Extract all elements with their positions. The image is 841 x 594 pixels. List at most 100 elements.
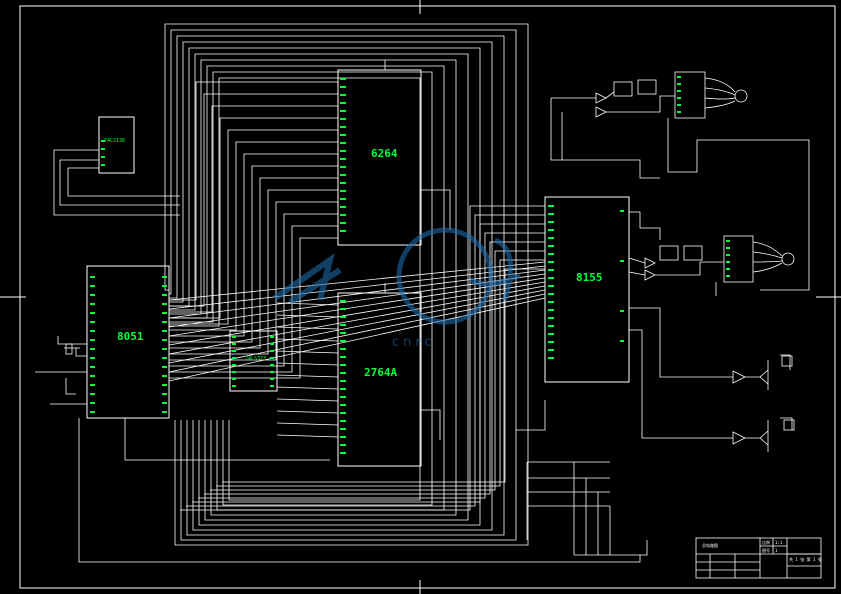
wire	[210, 250, 545, 491]
wire	[276, 374, 339, 378]
title-cell-number-label: 图号	[762, 547, 770, 553]
mcu-label: 8051	[117, 330, 144, 343]
pin-mark	[548, 309, 554, 311]
wire	[276, 338, 339, 342]
pin-mark	[162, 303, 167, 305]
wire	[169, 93, 338, 307]
pin-mark	[232, 343, 236, 345]
pin-mark	[340, 214, 346, 216]
switch-stage-2	[629, 329, 795, 452]
wire	[169, 105, 338, 313]
pin-mark	[270, 364, 274, 366]
title-cell-scale-label: 比例	[762, 539, 770, 545]
pin-mark	[90, 303, 95, 305]
pin-mark	[677, 111, 681, 113]
wire	[169, 129, 338, 325]
pin-mark	[162, 294, 167, 296]
pin-mark	[340, 78, 346, 80]
pin-mark	[548, 341, 554, 343]
pin-mark	[726, 247, 730, 249]
mcu-chip: 8051	[86, 265, 170, 419]
pin-mark	[90, 312, 95, 314]
wire	[169, 189, 338, 355]
wire	[168, 297, 546, 382]
title-drawing-name: 总电路图	[702, 542, 718, 548]
decoder-label: 74LS138	[104, 138, 125, 144]
pin-mark	[340, 372, 346, 374]
pin-mark	[340, 94, 346, 96]
wire	[629, 211, 661, 240]
title-cell-scale: 1:1	[775, 540, 783, 545]
pin-mark	[162, 375, 167, 377]
pin-mark	[726, 240, 730, 242]
pin-mark	[162, 402, 167, 404]
pin-mark	[340, 380, 346, 382]
pin-mark	[232, 364, 236, 366]
pin-mark	[340, 436, 346, 438]
pin-mark	[340, 404, 346, 406]
wire	[169, 165, 338, 343]
pin-mark	[270, 350, 274, 352]
wire	[169, 117, 338, 319]
pin-mark	[90, 357, 95, 359]
pin-mark	[340, 158, 346, 160]
pin-mark	[677, 104, 681, 106]
wire	[168, 269, 546, 319]
pin-mark	[340, 198, 346, 200]
pin-mark	[677, 76, 681, 78]
pin-mark	[726, 261, 730, 263]
pin-mark	[340, 356, 346, 358]
wire	[169, 141, 338, 331]
wire	[59, 159, 180, 206]
wire	[180, 205, 545, 511]
pin-mark	[340, 364, 346, 366]
wire	[168, 277, 546, 337]
pin-mark	[548, 285, 554, 287]
pin-mark	[270, 385, 274, 387]
wire	[124, 418, 330, 461]
pin-mark	[340, 412, 346, 414]
pin-mark	[162, 393, 167, 395]
wire	[169, 29, 517, 541]
pin-mark	[548, 293, 554, 295]
pin-mark	[162, 384, 167, 386]
wire	[168, 261, 546, 301]
title-block	[695, 537, 822, 579]
pin-mark	[90, 321, 95, 323]
wire	[516, 400, 546, 431]
pin-mark	[340, 190, 346, 192]
latch-label: 74LS373	[245, 356, 266, 362]
pin-mark	[548, 333, 554, 335]
pin-mark	[548, 317, 554, 319]
pin-mark	[340, 452, 346, 454]
pin-mark	[90, 294, 95, 296]
wire	[222, 268, 545, 483]
pin-mark	[340, 316, 346, 318]
wire	[204, 241, 545, 495]
pin-mark	[548, 221, 554, 223]
pin-mark	[90, 393, 95, 395]
pin-mark	[548, 325, 554, 327]
pin-mark	[270, 371, 274, 373]
pin-mark	[101, 156, 105, 158]
pin-mark	[340, 110, 346, 112]
pin-mark	[620, 310, 624, 312]
wire	[168, 293, 546, 373]
title-cell-sheets: 共 1 张 第 1 张	[789, 556, 822, 562]
wire	[169, 53, 469, 521]
pin-mark	[162, 330, 167, 332]
wire	[276, 362, 339, 366]
wire	[168, 281, 546, 346]
pin-mark	[548, 357, 554, 359]
wire	[78, 418, 641, 563]
wire	[53, 149, 180, 216]
pin-mark	[340, 230, 346, 232]
pin-mark	[620, 210, 624, 212]
wire	[276, 386, 339, 390]
pin-mark	[90, 330, 95, 332]
pin-mark	[340, 348, 346, 350]
ram-label: 6264	[371, 147, 398, 160]
pin-mark	[340, 166, 346, 168]
rom-chip: 2764A	[337, 292, 422, 467]
